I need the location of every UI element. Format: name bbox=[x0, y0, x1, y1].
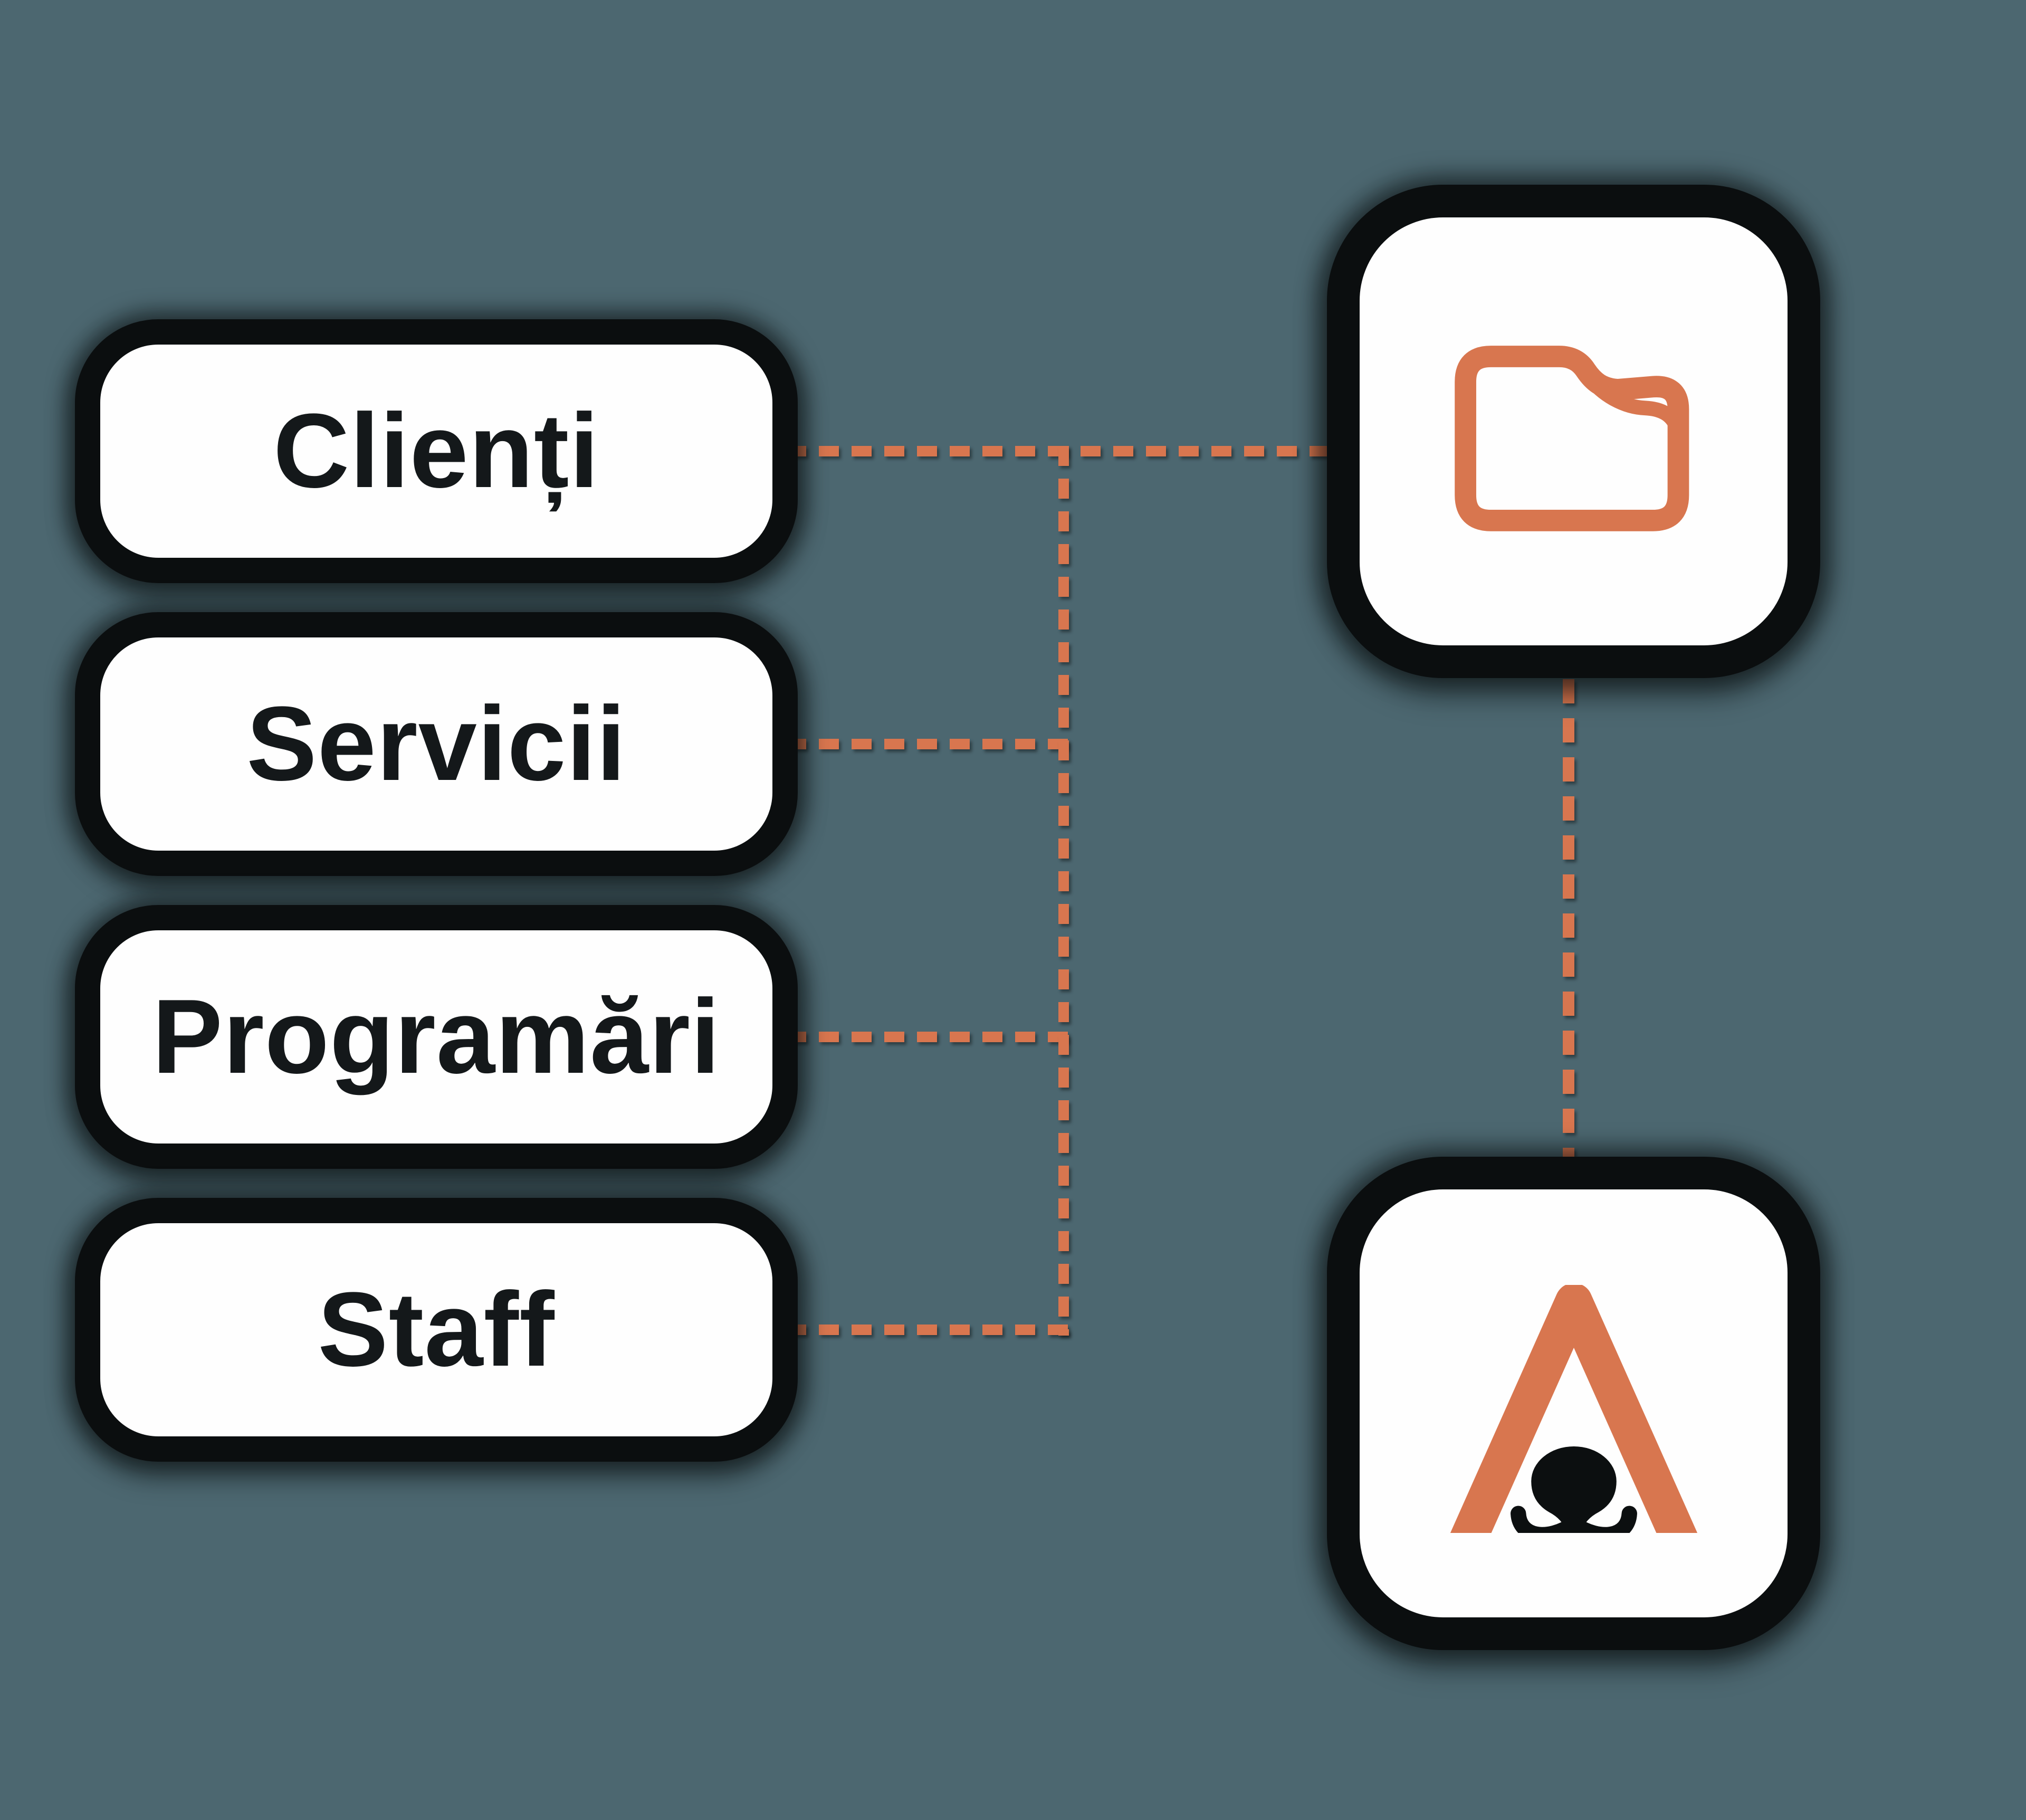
connector-trunk-vertical bbox=[1058, 446, 1069, 1336]
box-staff-label: Staff bbox=[318, 1271, 555, 1388]
pet-logo-wrap bbox=[1447, 1284, 1700, 1533]
connector-clienti-to-folder bbox=[786, 446, 1327, 456]
connector-folder-to-pet bbox=[1563, 679, 1574, 1157]
connector-servicii bbox=[786, 739, 1071, 749]
box-clienti-label: Clienți bbox=[273, 392, 600, 510]
box-servicii: Servicii bbox=[75, 612, 798, 876]
box-servicii-label: Servicii bbox=[246, 685, 626, 803]
box-staff: Staff bbox=[75, 1198, 798, 1462]
box-clienti: Clienți bbox=[75, 319, 798, 583]
connector-staff bbox=[786, 1324, 1071, 1335]
connector-programari bbox=[786, 1032, 1071, 1042]
box-programari-label: Programări bbox=[152, 978, 721, 1095]
pet-logo-icon bbox=[1450, 1284, 1697, 1533]
folder-icon bbox=[1454, 345, 1689, 531]
node-folder bbox=[1327, 185, 1820, 678]
node-pet-logo bbox=[1327, 1157, 1820, 1650]
box-programari: Programări bbox=[75, 905, 798, 1169]
